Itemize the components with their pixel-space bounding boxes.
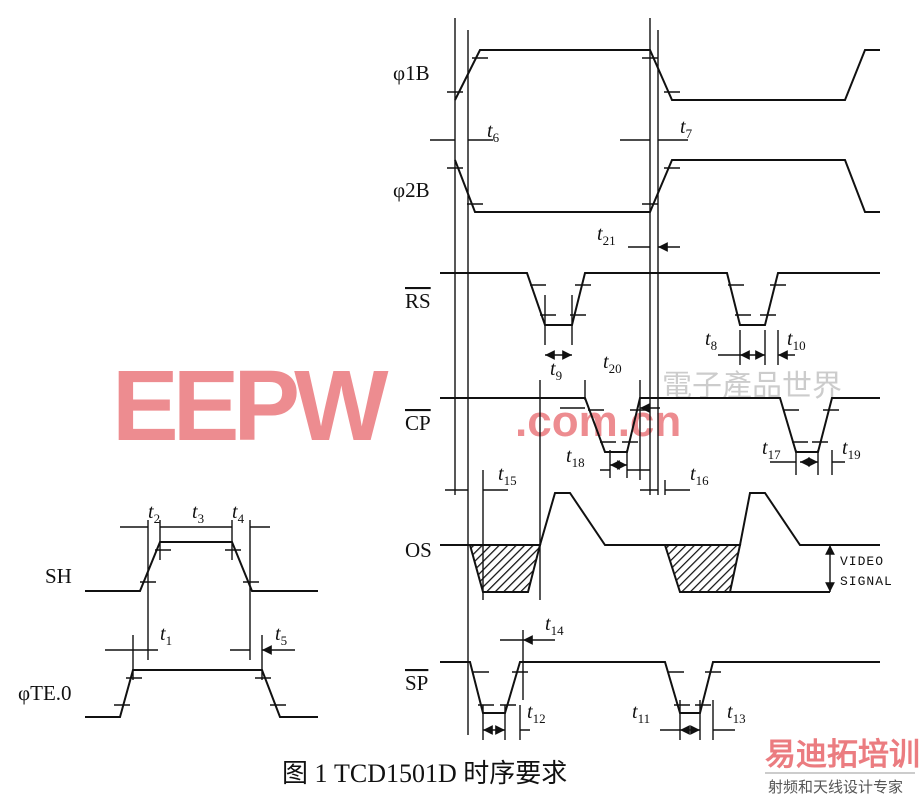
os-hatch-1 xyxy=(468,544,542,593)
t8-label: t8 xyxy=(705,328,717,353)
label-cp: CP xyxy=(405,411,431,435)
waveform-cp xyxy=(440,397,880,453)
t2-label: t2 xyxy=(148,501,160,526)
t21-label: t21 xyxy=(597,223,616,248)
waveform-phi1b xyxy=(454,49,880,101)
t13-label: t13 xyxy=(727,701,746,726)
label-sh: SH xyxy=(45,564,72,588)
label-os: OS xyxy=(405,538,432,562)
threshold-ticks xyxy=(114,57,839,706)
video-label-2: SIGNAL xyxy=(840,574,893,589)
t20-label: t20 xyxy=(603,351,622,376)
eepw-watermark: EEPW 電子產品世界 .com.cn xyxy=(112,350,842,462)
t15-label: t15 xyxy=(498,463,517,488)
t5-label: t5 xyxy=(275,623,287,648)
label-phi1b: φ1B xyxy=(393,61,430,85)
t9-label: t9 xyxy=(550,358,562,383)
os-hatch-2 xyxy=(663,544,742,593)
label-phite: φTE.0 xyxy=(18,681,72,705)
figure-caption: 图 1 TCD1501D 时序要求 xyxy=(282,759,567,788)
timing-arrows xyxy=(105,139,845,735)
site-watermark: 易迪拓培训 射频和天线设计专家 xyxy=(765,737,920,796)
t19-label: t19 xyxy=(842,437,861,462)
t4-label: t4 xyxy=(232,501,245,526)
video-label-1: VIDEO xyxy=(840,554,884,569)
t3-label: t3 xyxy=(192,501,204,526)
label-sp: SP xyxy=(405,671,428,695)
waveform-os-path xyxy=(440,492,880,593)
label-phi2b: φ2B xyxy=(393,178,430,202)
t16-label: t16 xyxy=(690,463,709,488)
t6-label: t6 xyxy=(487,120,500,145)
waveform-phite xyxy=(85,669,318,718)
waveform-sh xyxy=(85,541,318,592)
t14-label: t14 xyxy=(545,613,564,638)
t1-label: t1 xyxy=(160,623,172,648)
watermark-domain: .com.cn xyxy=(515,397,681,446)
signal-labels: φ1B φ2B RS CP OS SP SH φTE.0 VIDEO SIGNA… xyxy=(18,61,893,705)
label-rs: RS xyxy=(405,289,431,313)
t18-label: t18 xyxy=(566,445,585,470)
site-watermark-subtitle: 射频和天线设计专家 xyxy=(768,778,903,796)
site-watermark-title: 易迪拓培训 xyxy=(765,737,920,772)
t12-label: t12 xyxy=(527,701,546,726)
waveform-sp xyxy=(440,661,880,714)
t7-label: t7 xyxy=(680,116,693,141)
t17-label: t17 xyxy=(762,437,781,462)
t10-label: t10 xyxy=(787,328,806,353)
waveforms xyxy=(85,49,880,718)
t11-label: t11 xyxy=(632,701,650,726)
watermark-brand: EEPW xyxy=(112,350,389,462)
waveform-rs xyxy=(440,272,880,326)
waveform-phi2b xyxy=(454,159,880,213)
timing-labels: t6 t7 t21 t9 t20 t8 t10 t18 t17 t19 t15 … xyxy=(148,116,861,726)
